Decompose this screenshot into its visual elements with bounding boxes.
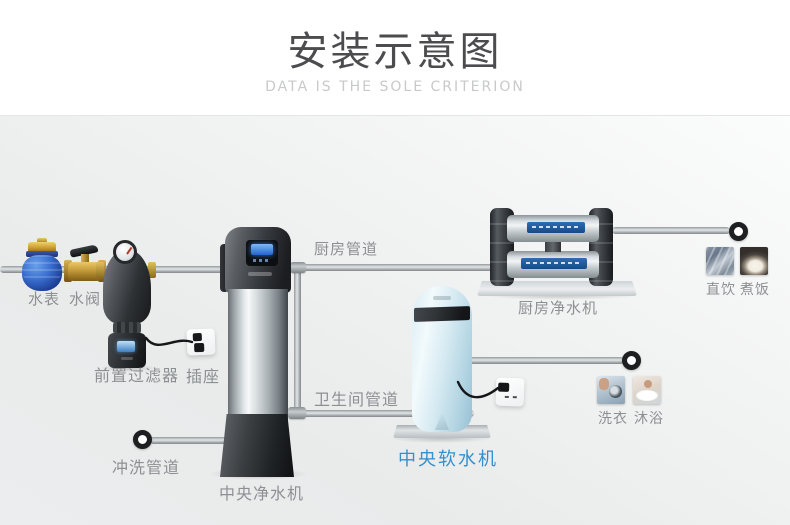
laundry-label: 洗衣 — [598, 411, 628, 427]
band-text-marks — [526, 262, 582, 264]
valve-body — [68, 262, 102, 281]
filter-fitting-right — [148, 262, 156, 278]
filter-display-screen — [117, 341, 135, 352]
direct-drinking-label: 直饮 — [706, 282, 736, 298]
softener-shadow — [388, 433, 494, 443]
bathroom-outlet-ring-icon — [622, 351, 641, 370]
central-purifier-icon — [218, 226, 296, 478]
valve-stem — [81, 254, 89, 264]
purifier-buttons — [253, 259, 271, 262]
bathroom-pipe — [294, 410, 474, 417]
diagram-header: 安装示意图 DATA IS THE SOLE CRITERION — [0, 0, 790, 115]
meter-knob — [37, 238, 47, 244]
plug-bottom — [194, 342, 205, 353]
meter-cap — [28, 242, 56, 253]
cooking-label: 煮饭 — [740, 282, 770, 298]
softener-tank — [412, 286, 472, 432]
softener-plug — [498, 382, 510, 392]
kitchen-purifier-icon — [477, 203, 639, 298]
purifier-screen — [251, 244, 273, 255]
pressure-gauge-icon — [113, 240, 137, 264]
kitchen-pipe — [255, 264, 495, 271]
pipe-elbow-top — [290, 262, 306, 273]
filter-control-unit — [108, 333, 146, 368]
kitchen-label-band-bottom — [521, 258, 587, 269]
flush-pipe — [150, 437, 235, 444]
central-softener-label: 中央软水机 — [398, 449, 498, 470]
washer-door — [609, 385, 622, 398]
flush-pipe-label: 冲洗管道 — [112, 458, 181, 477]
filter-fitting-left — [96, 262, 104, 278]
kitchen-pipe-label: 厨房管道 — [314, 240, 379, 258]
power-socket-label: 插座 — [186, 367, 221, 386]
cooking-rice-photo-icon — [740, 247, 768, 275]
kitchen-tube-connector — [545, 242, 561, 252]
filter-neck — [113, 322, 141, 334]
page-title: 安装示意图 — [287, 29, 503, 75]
water-meter-label: 水表 — [28, 290, 61, 308]
ice-streaks — [706, 247, 734, 275]
bathing-photo-icon — [633, 376, 661, 404]
bathing-label: 沐浴 — [634, 411, 664, 427]
bathtub — [636, 390, 658, 401]
person-head — [644, 380, 652, 388]
softener-socket-icon — [495, 377, 525, 407]
socket-slot — [504, 395, 509, 398]
person-figure — [599, 378, 609, 390]
pre-filter-icon — [96, 240, 156, 370]
kitchen-outlet-pipe — [612, 227, 730, 234]
socket-slot — [512, 396, 517, 399]
softener-brand-mark — [433, 296, 451, 300]
bathroom-pipe-label: 卫生间管道 — [314, 390, 400, 409]
laundry-photo-icon — [597, 376, 625, 404]
pre-filter-label: 前置过滤器 — [94, 366, 180, 385]
pre-filter-shadow — [100, 364, 156, 372]
band-text-marks — [532, 226, 580, 228]
kitchen-outlet-ring-icon — [729, 222, 748, 241]
meter-ribs — [22, 255, 62, 283]
down-riser-pipe — [294, 264, 301, 417]
softened-water-pipe — [450, 357, 624, 364]
filter-brand-mark — [121, 357, 133, 360]
meter-body — [22, 255, 62, 291]
central-softener-icon — [393, 286, 493, 440]
purifier-brand-mark — [248, 272, 272, 276]
plug-top — [192, 332, 202, 342]
softener-bottom-notch — [435, 412, 449, 430]
water-valve-label: 水阀 — [69, 290, 102, 308]
pipe-elbow-bottom — [288, 407, 306, 419]
direct-drinking-photo-icon — [706, 247, 734, 275]
power-socket-icon — [186, 328, 216, 356]
flush-outlet-ring-icon — [133, 430, 152, 449]
kitchen-label-band-top — [527, 222, 585, 233]
page-subtitle: DATA IS THE SOLE CRITERION — [265, 79, 525, 95]
central-purifier-label: 中央净水机 — [219, 484, 305, 503]
softener-dark-band — [414, 306, 470, 322]
meter-collar — [26, 251, 58, 257]
purifier-head — [225, 227, 291, 293]
kitchen-purifier-label: 厨房净水机 — [518, 299, 599, 317]
purifier-display-panel — [246, 240, 278, 266]
gauge-needle — [126, 246, 133, 255]
water-meter-icon — [18, 238, 66, 292]
purifier-side-fin — [220, 244, 229, 292]
purifier-cone-base — [220, 414, 294, 477]
purifier-steel-body — [228, 289, 288, 420]
